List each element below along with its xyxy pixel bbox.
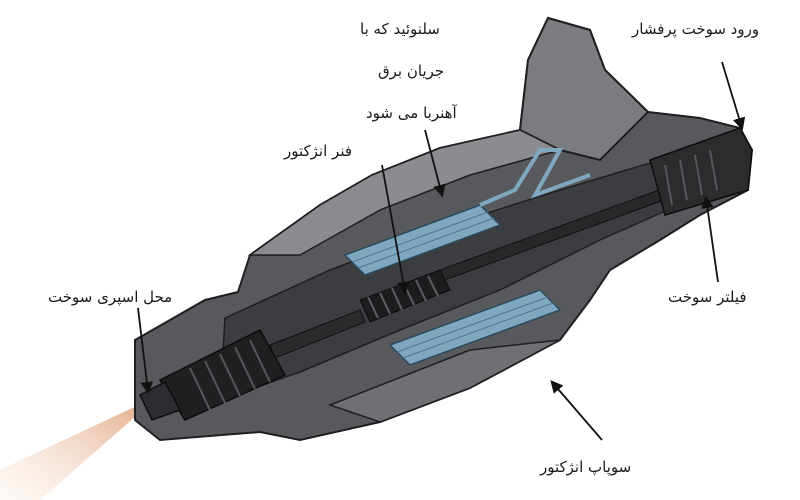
arrow-fuel-inlet: [721, 61, 746, 131]
label-solenoid-line1: سلنوئید که با: [360, 20, 440, 38]
label-solenoid-line2: جریان برق: [378, 62, 445, 80]
arrow-valve: [550, 380, 603, 441]
arrow-filter: [701, 195, 719, 283]
leader-lines: [137, 61, 746, 441]
label-fuel-filter: فیلتر سوخت: [668, 288, 747, 306]
lower-flange: [327, 339, 561, 423]
arrow-spring: [381, 164, 410, 295]
label-spray-area: محل اسپری سوخت: [48, 288, 173, 306]
arrow-spray: [137, 307, 154, 395]
label-injector-spring: فنر انژکتور: [284, 142, 353, 160]
coil-wiring-path: [479, 148, 591, 207]
electrical-connector-housing: [518, 16, 650, 162]
injector-spring: [359, 269, 451, 323]
fuel-spray-plume: [0, 395, 160, 500]
barrel-top-highlight: [247, 129, 563, 256]
fuel-inlet-filter: [649, 127, 753, 216]
label-fuel-inlet: ورود سوخت پرفشار: [632, 20, 760, 38]
arrow-solenoid: [424, 129, 446, 198]
label-injector-valve: سوپاپ انژکتور: [540, 458, 632, 476]
label-solenoid-line3: آهنربا می شود: [366, 104, 457, 122]
